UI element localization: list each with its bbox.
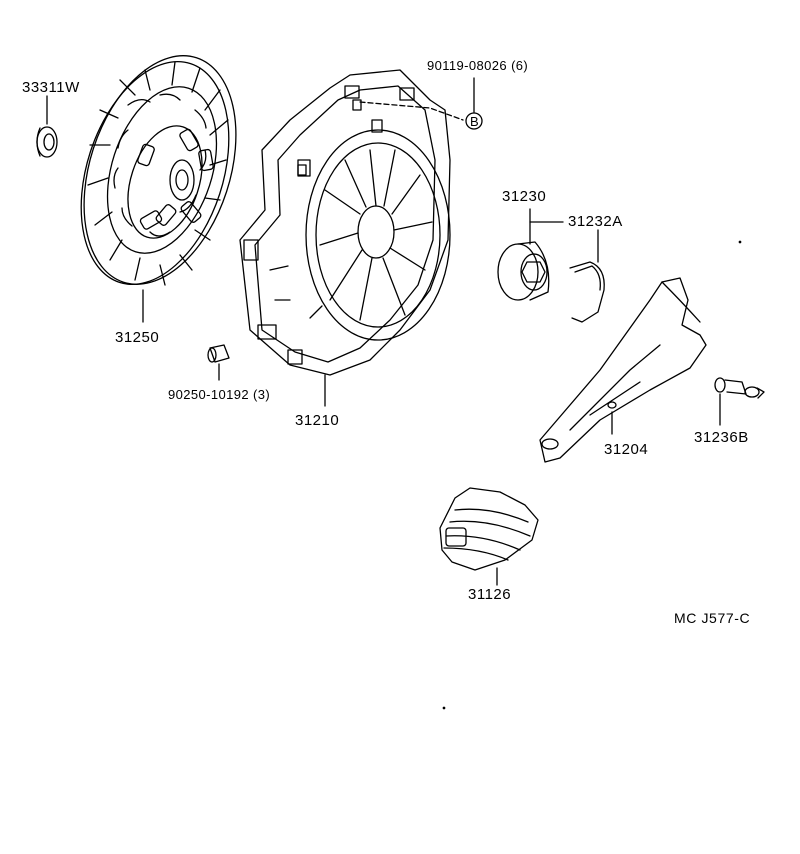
retaining-clip <box>569 229 605 323</box>
release-fork <box>539 277 707 463</box>
label-31210: 31210 <box>295 412 340 429</box>
clutch-cover <box>239 69 451 407</box>
label-31232A: 31232A <box>568 213 623 230</box>
dowel-pin <box>207 344 230 381</box>
bolt-callout <box>359 77 483 130</box>
release-bearing <box>497 208 564 301</box>
label-31126: 31126 <box>468 586 512 603</box>
label-90119-08026: 90119-08026 (6) <box>427 58 529 73</box>
label-31250: 31250 <box>115 329 160 346</box>
label-90250-10192: 90250-10192 (3) <box>168 387 271 402</box>
diagram-code: MC J577-C <box>674 610 751 626</box>
pilot-bearing-seal <box>36 95 58 158</box>
label-bolt-callout-b: B <box>470 114 480 129</box>
release-fork-boot <box>439 487 539 586</box>
pivot-stud <box>714 377 765 426</box>
label-31230: 31230 <box>502 188 547 205</box>
label-31204: 31204 <box>604 441 649 458</box>
clutch-disc <box>80 55 237 323</box>
label-31236B: 31236B <box>694 429 749 446</box>
label-33311W: 33311W <box>22 79 80 96</box>
